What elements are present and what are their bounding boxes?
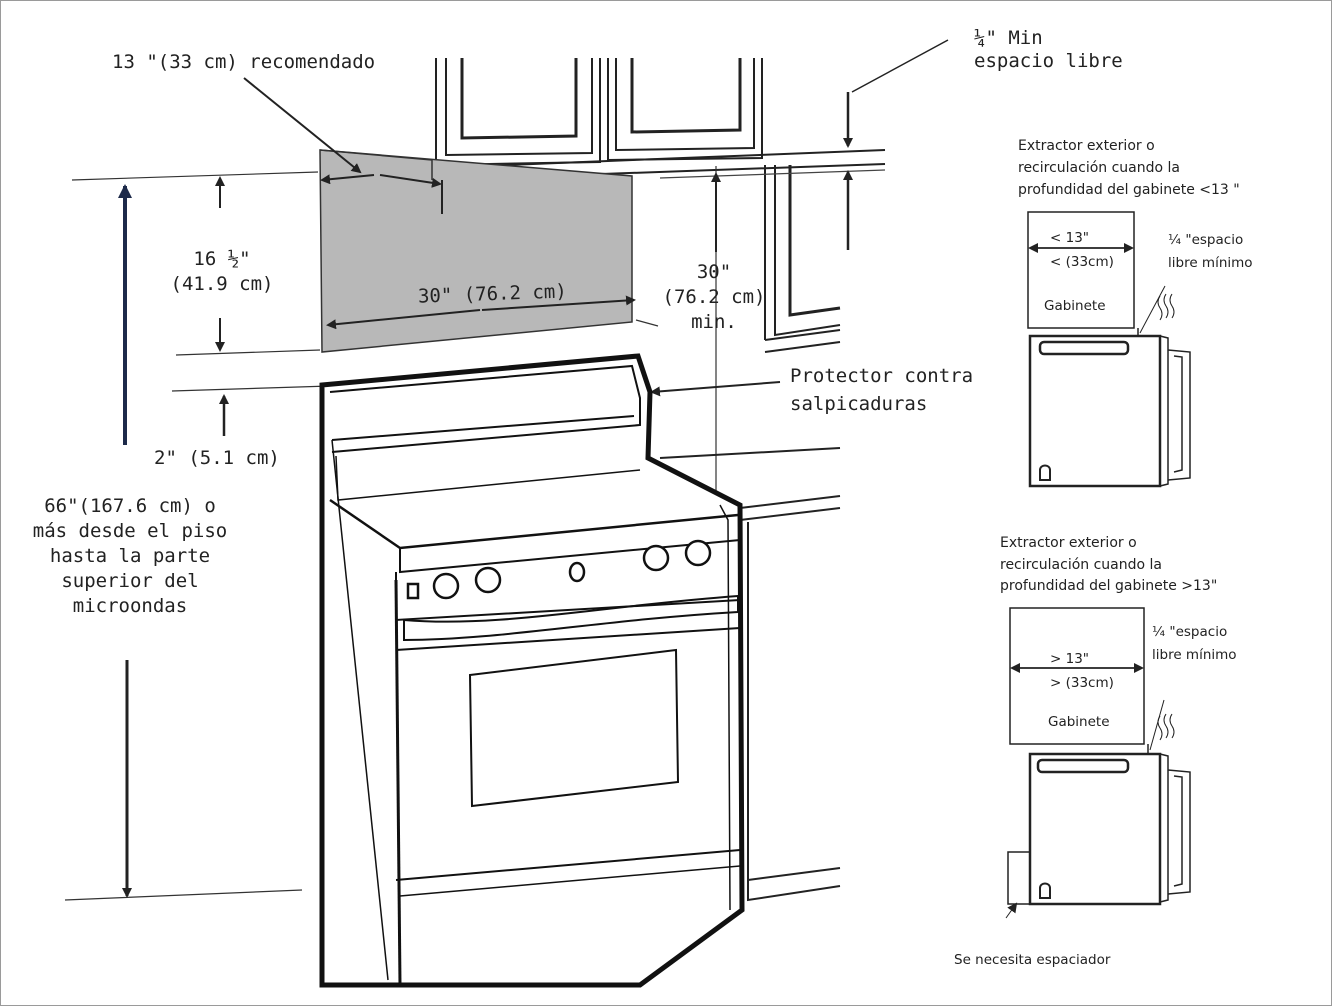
detail-bottom-cabinet: Gabinete bbox=[1048, 714, 1110, 730]
floor-label-4: superior del bbox=[61, 570, 199, 592]
height-label-1: 16 ½" bbox=[193, 248, 251, 270]
side-cabinet bbox=[764, 165, 841, 353]
floor-label-3: hasta la parte bbox=[49, 545, 211, 567]
top-clearance-label: ¼" Min bbox=[974, 27, 1043, 49]
clearance-label-1: 30" bbox=[696, 261, 732, 283]
spacer-needed-label: Se necesita espaciador bbox=[954, 952, 1111, 968]
microwave-space bbox=[319, 149, 633, 353]
detail-bottom-title-3: profundidad del gabinete >13" bbox=[1000, 578, 1218, 594]
detail-bottom-drawing bbox=[1005, 607, 1191, 919]
splash-guard-label-1: Protector contra bbox=[790, 365, 974, 387]
detail-top-dim-2: < (33cm) bbox=[1050, 254, 1114, 270]
knob-1 bbox=[432, 572, 460, 600]
detail-top-title-2: recirculación cuando la bbox=[1018, 160, 1181, 176]
detail-bottom-title-2: recirculación cuando la bbox=[1000, 557, 1163, 573]
top-clearance-label-2: espacio libre bbox=[974, 50, 1123, 72]
knob-3 bbox=[642, 544, 670, 572]
detail-bottom-title-1: Extractor exterior o bbox=[1000, 535, 1137, 551]
spacer bbox=[1007, 851, 1031, 905]
knob-2 bbox=[474, 566, 502, 594]
range bbox=[319, 353, 745, 988]
gap-label: 2" (5.1 cm) bbox=[154, 447, 280, 469]
clearance-label-3: min. bbox=[691, 311, 737, 333]
detail-top-title-3: profundidad del gabinete <13 " bbox=[1018, 182, 1240, 198]
splash-guard-label-2: salpicaduras bbox=[790, 393, 928, 415]
detail-bottom-gap-1: ¼ "espacio bbox=[1152, 624, 1228, 640]
detail-bottom-dim-2: > (33cm) bbox=[1050, 675, 1114, 691]
detail-top-gap-2: libre mínimo bbox=[1168, 255, 1253, 271]
knob-4 bbox=[684, 539, 712, 567]
countertop bbox=[659, 447, 841, 902]
wall-cabinets bbox=[431, 58, 886, 181]
detail-bottom-gap-2: libre mínimo bbox=[1152, 647, 1237, 663]
dimension-arrows bbox=[118, 39, 949, 898]
detail-top-drawing bbox=[1027, 211, 1191, 488]
depth-recommended-label: 13 "(33 cm) recomendado bbox=[112, 51, 376, 73]
floor-label-1: 66"(167.6 cm) o bbox=[44, 495, 216, 517]
detail-top-cabinet: Gabinete bbox=[1044, 298, 1106, 314]
detail-top-dim-1: < 13" bbox=[1050, 230, 1089, 246]
detail-bottom-dim-1: > 13" bbox=[1050, 651, 1089, 667]
range-knobs bbox=[406, 539, 712, 600]
indicator-light bbox=[406, 582, 420, 600]
detail-top-title-1: Extractor exterior o bbox=[1018, 138, 1155, 154]
detail-top-gap-1: ¼ "espacio bbox=[1168, 232, 1244, 248]
height-label-2: (41.9 cm) bbox=[170, 273, 274, 295]
knob-center bbox=[568, 561, 586, 583]
floor-label-2: más desde el piso bbox=[32, 520, 228, 542]
floor-label-5: microondas bbox=[72, 595, 188, 617]
clearance-label-2: (76.2 cm) bbox=[662, 286, 766, 308]
